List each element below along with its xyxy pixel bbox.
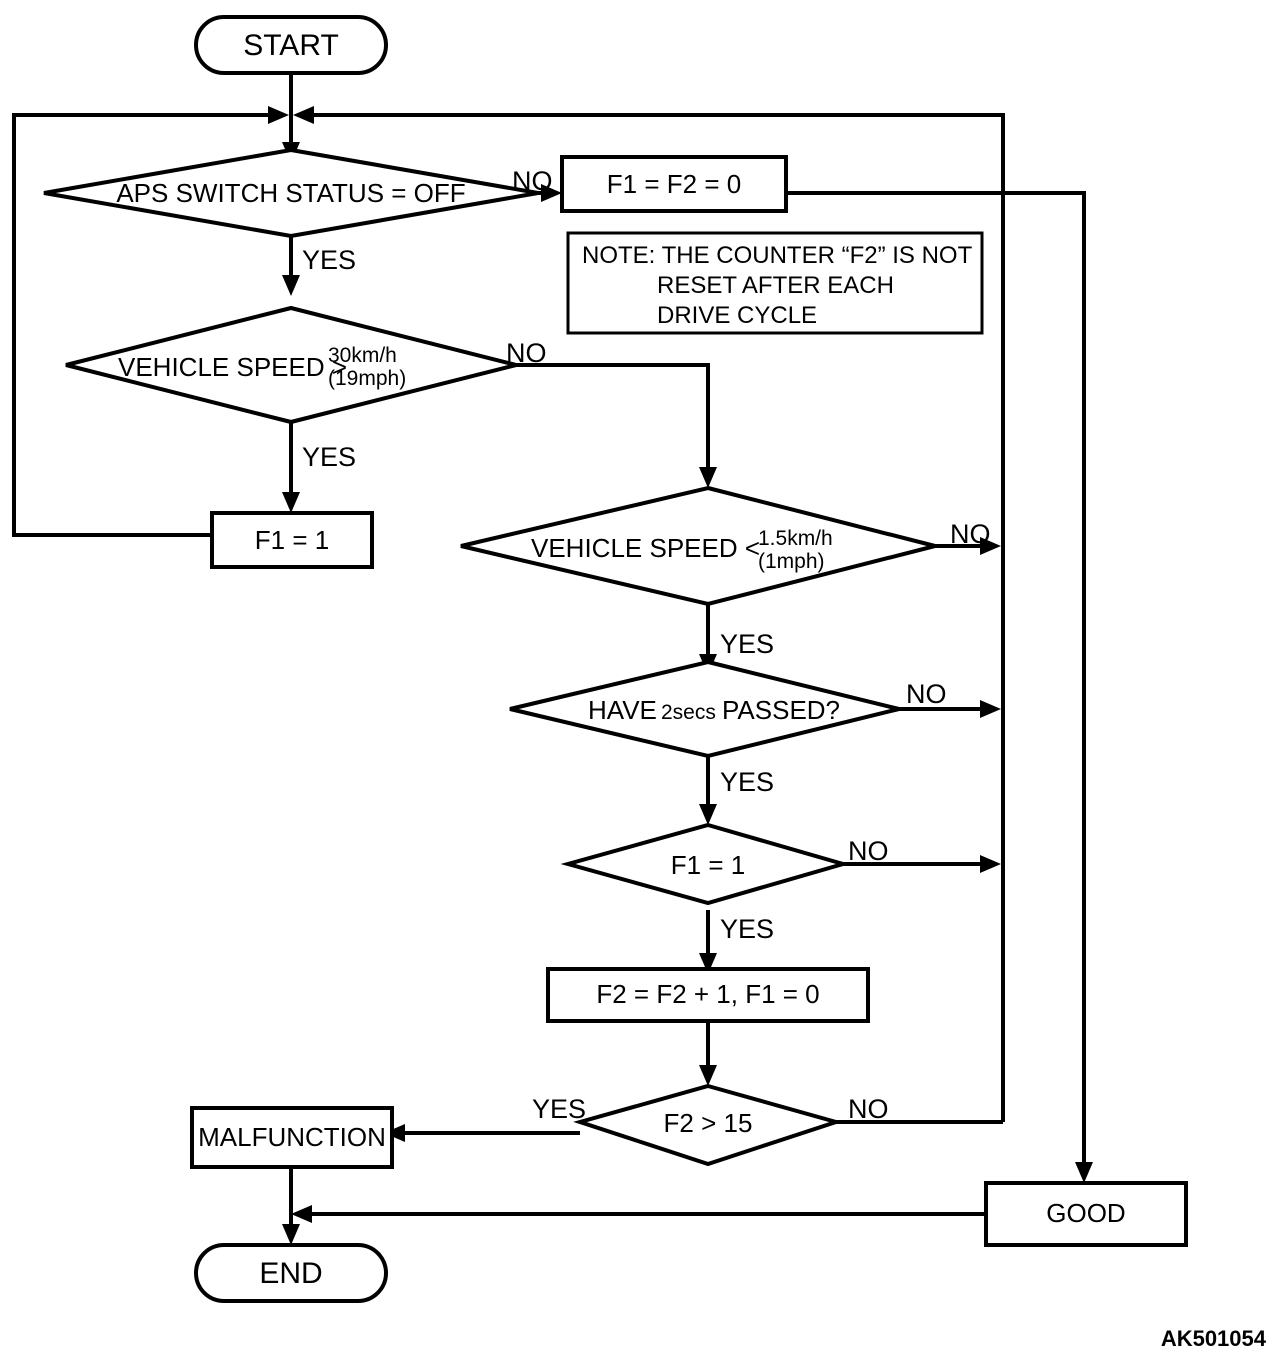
branch-label-f1-yes: YES [720, 914, 774, 944]
branch-label-speed-gt-no: NO [506, 338, 547, 368]
node-decision-f1-equals-1 [560, 822, 851, 906]
reference-code: AK501054 [1161, 1326, 1267, 1351]
node-end-label: END [259, 1257, 322, 1290]
node-process-reset-counters [560, 155, 788, 213]
node-decision-speed-lt-prefix: VEHICLE SPEED < [531, 533, 760, 563]
arrowhead-right-loopback [293, 106, 314, 124]
node-decision-f1-equals-1-label: F1 = 1 [671, 850, 745, 880]
node-result-good-label: GOOD [1046, 1198, 1125, 1228]
arrowhead-speed-lt-no [980, 537, 1001, 555]
note-line-3: DRIVE CYCLE [657, 302, 817, 329]
node-decision-2secs-suffix: PASSED? [722, 695, 840, 725]
node-start-label: START [243, 29, 339, 62]
arrowhead-f2gt15-yes [384, 1124, 405, 1142]
node-decision-2secs-value: 2secs [661, 701, 716, 724]
node-process-set-f1 [210, 511, 374, 569]
arrowhead-left-loopback [268, 106, 289, 124]
node-process-increment-f2-label: F2 = F2 + 1, F1 = 0 [596, 979, 819, 1009]
arrowhead-f1f2-zero-to-good [1075, 1162, 1093, 1183]
node-decision-speed-gt-prefix: VEHICLE SPEED > [118, 352, 347, 382]
node-process-increment-f2 [546, 967, 870, 1023]
node-result-good [984, 1181, 1188, 1247]
arrowhead-secs-yes [699, 804, 717, 825]
branch-label-f2-no: NO [848, 1094, 889, 1124]
connector-speed-gt-no [516, 363, 710, 475]
branch-label-secs-no: NO [906, 679, 947, 709]
node-decision-2secs-prefix: HAVE [588, 695, 657, 725]
node-start [194, 15, 388, 75]
node-decision-aps-switch-label: APS SWITCH STATUS = OFF [116, 178, 465, 208]
arrowhead-secs-no [980, 700, 1001, 718]
branch-label-f1-no: NO [848, 836, 889, 866]
connector-left-loopback [12, 113, 276, 537]
node-result-malfunction-label: MALFUNCTION [198, 1122, 386, 1152]
arrowhead-f1-no [980, 855, 1001, 873]
node-decision-speed-gt-value-bottom: (19mph) [328, 367, 406, 390]
node-process-set-f1-label: F1 = 1 [255, 525, 329, 555]
branch-label-aps-yes: YES [302, 245, 356, 275]
node-result-malfunction [190, 1106, 394, 1169]
arrowhead-malfunction-to-end [282, 1224, 300, 1245]
connector-right-loopback [306, 113, 1005, 1122]
arrowhead-speed-gt-yes [282, 492, 300, 513]
node-decision-f2-gt-15 [573, 1083, 843, 1167]
note-line-1: NOTE: THE COUNTER “F2” IS NOT [582, 242, 973, 269]
note-line-2: RESET AFTER EACH [657, 272, 894, 299]
node-end [194, 1243, 388, 1303]
connector-f1f2-zero-to-good [786, 191, 1086, 1170]
branch-label-aps-no: NO [512, 166, 553, 196]
arrowhead-f1-yes [699, 953, 717, 974]
node-decision-speed-lt-value-bottom: (1mph) [758, 550, 825, 573]
node-decision-aps-switch [43, 147, 539, 239]
branch-label-speed-lt-yes: YES [720, 629, 774, 659]
branch-label-f2-yes: YES [532, 1094, 586, 1124]
arrowhead-f2box-to-f2gt15 [699, 1065, 717, 1086]
arrowhead-speed-gt-no [699, 467, 717, 488]
branch-label-speed-lt-no: NO [950, 519, 991, 549]
arrowhead-aps-no [541, 184, 562, 202]
node-decision-speed-lt [460, 485, 936, 607]
note-box [566, 231, 984, 335]
node-decision-speed-gt-value-top: 30km/h [328, 344, 397, 367]
arrowhead-good-to-end [291, 1205, 312, 1223]
node-process-reset-counters-label: F1 = F2 = 0 [607, 169, 741, 199]
node-decision-2secs-passed [509, 659, 900, 759]
branch-label-secs-yes: YES [720, 767, 774, 797]
node-decision-speed-gt [65, 305, 517, 425]
arrowhead-aps-yes [282, 275, 300, 296]
node-decision-f2-gt-15-label: F2 > 15 [664, 1108, 753, 1138]
node-decision-speed-lt-value-top: 1.5km/h [758, 527, 833, 550]
branch-label-speed-gt-yes: YES [302, 442, 356, 472]
